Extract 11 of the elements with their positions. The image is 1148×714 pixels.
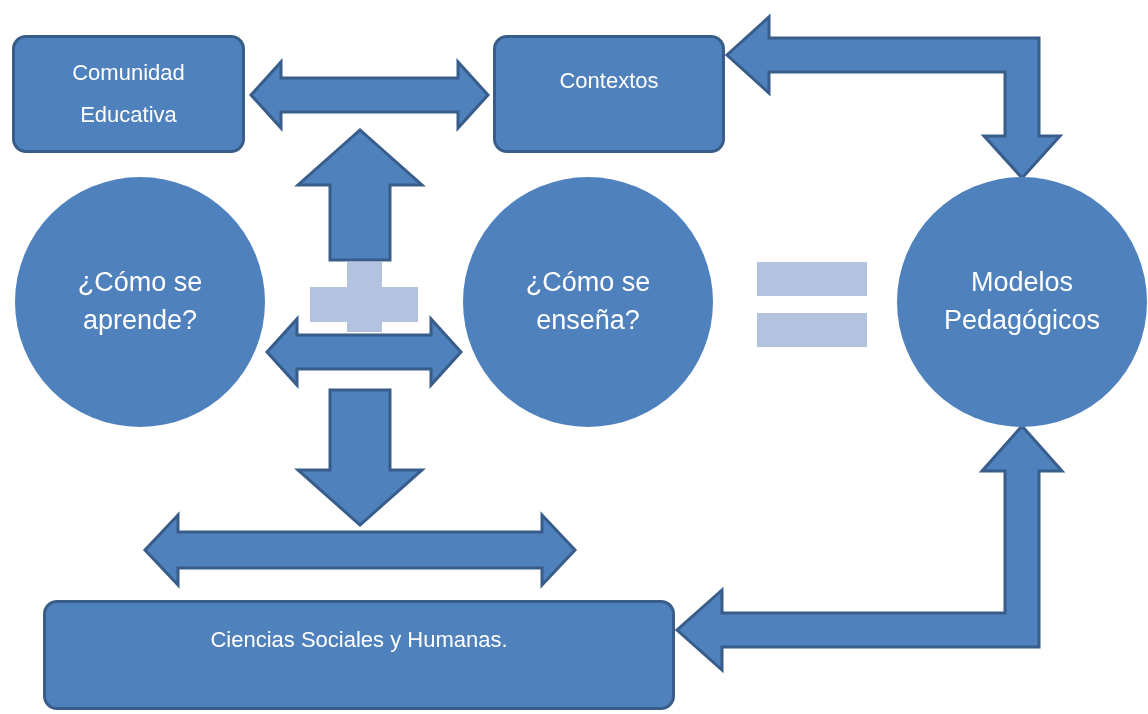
block-arrow (248, 58, 491, 132)
rounded-box (493, 35, 725, 153)
node-label: Contextos (559, 67, 659, 95)
block-arrow (264, 315, 464, 389)
rounded-box (12, 35, 245, 153)
rounded-box (43, 600, 675, 710)
node-label: Comunidad Educativa (71, 59, 186, 129)
node-label: Ciencias Sociales y Humanas. (210, 626, 508, 654)
node-label: ¿Cómo se aprende? (76, 266, 204, 337)
node-label: Modelos Pedagógicos (942, 266, 1102, 337)
node-label: ¿Cómo se enseña? (524, 266, 652, 337)
